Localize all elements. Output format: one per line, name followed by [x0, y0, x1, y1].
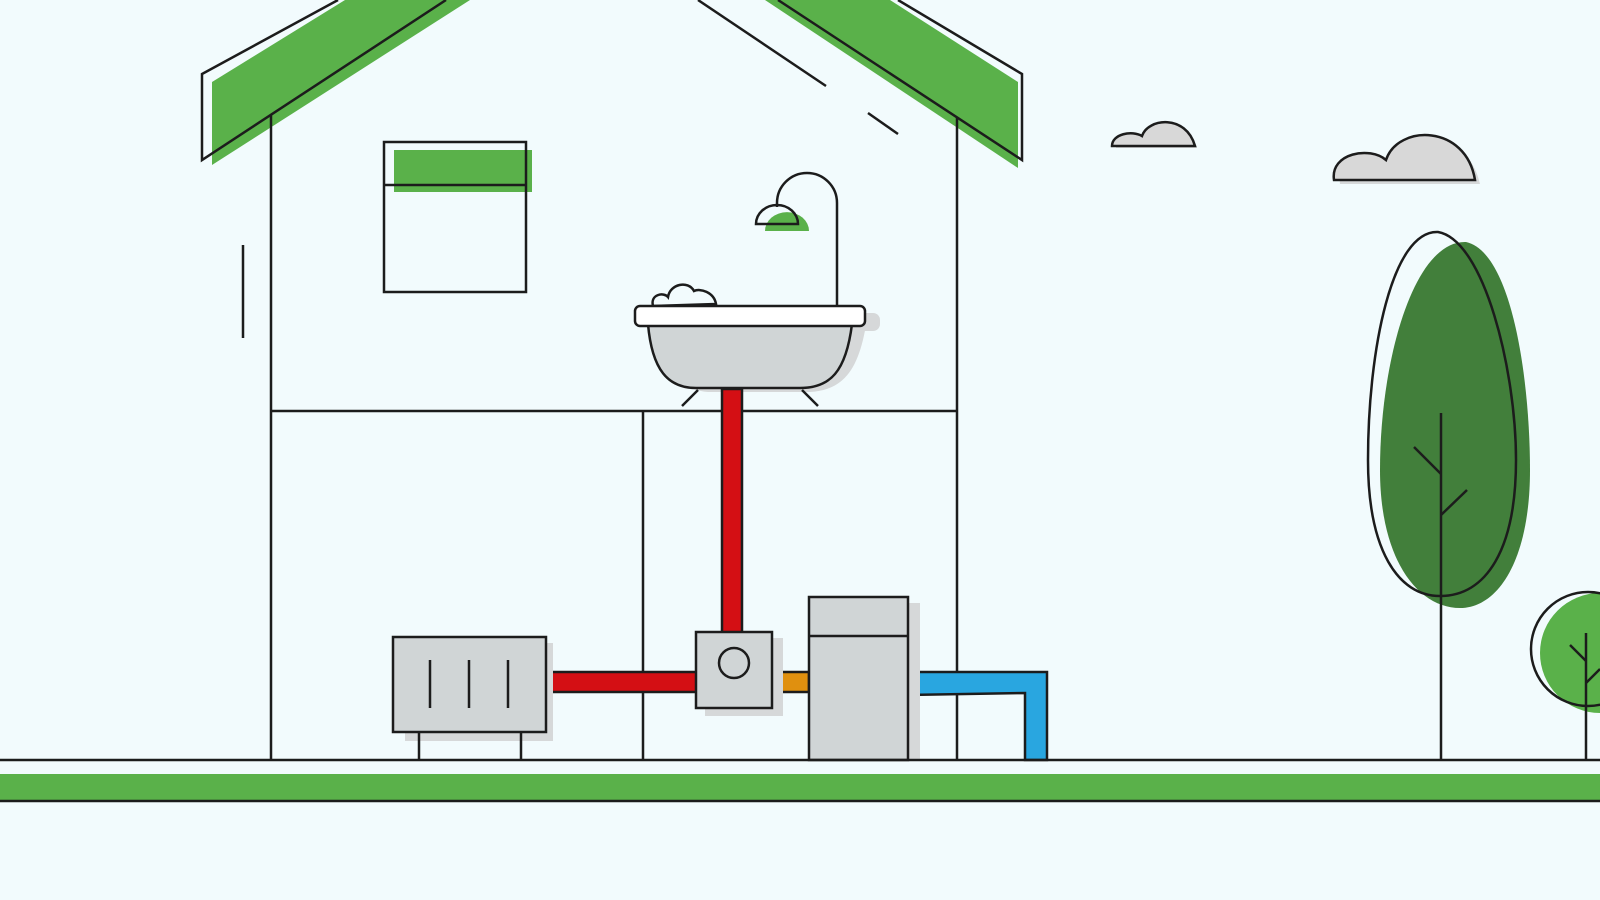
roof-right-green [765, 0, 1018, 168]
roof-left-outline [200, 0, 447, 163]
bath-body [646, 322, 854, 390]
pipes [545, 387, 1049, 762]
tree-tall-branch-2 [1440, 489, 1468, 516]
pump-rotor [717, 646, 751, 680]
tree-small-branch-1 [1569, 644, 1587, 662]
tree-icon [1366, 230, 1530, 760]
window-frame [382, 140, 528, 294]
roof-highlight-2 [867, 111, 899, 136]
circulation-pump-icon [694, 630, 783, 716]
cloud-large [1332, 133, 1477, 182]
shower-head-outline [754, 203, 800, 226]
shower-head-icon [754, 171, 839, 306]
bathtub-icon [633, 283, 880, 407]
cloud-icon [1110, 121, 1197, 148]
bath-leg-right [801, 389, 819, 407]
tree-tall-branch-1 [1413, 446, 1442, 475]
window-icon [382, 140, 532, 294]
shower-pipe [775, 171, 839, 306]
ground [0, 758, 1600, 803]
cloud-small [1110, 121, 1197, 148]
heater-body [807, 595, 910, 762]
roof-right-outline [777, 0, 1024, 163]
tree-icon [1529, 590, 1600, 760]
roof-highlight-1 [697, 0, 827, 88]
bath-leg-left [681, 389, 699, 407]
radiator-icon [391, 635, 553, 760]
house-icon [200, 0, 1024, 760]
tree-small-canopy-outline [1529, 590, 1600, 708]
hot-pipe-horizontal [545, 670, 699, 694]
ground-grass-strip [0, 774, 1600, 800]
water-heater-icon [807, 595, 920, 762]
tree-small-branch-2 [1585, 668, 1600, 684]
pump-body [694, 630, 774, 710]
hot-pipe-vertical [720, 387, 744, 635]
bath-rim [633, 304, 867, 328]
roof-left-green [212, 0, 470, 165]
shower-head-green [765, 212, 809, 231]
cloud-icon [1332, 133, 1480, 184]
bath-foam [651, 283, 718, 308]
tree-tall-canopy-fill [1380, 241, 1530, 608]
